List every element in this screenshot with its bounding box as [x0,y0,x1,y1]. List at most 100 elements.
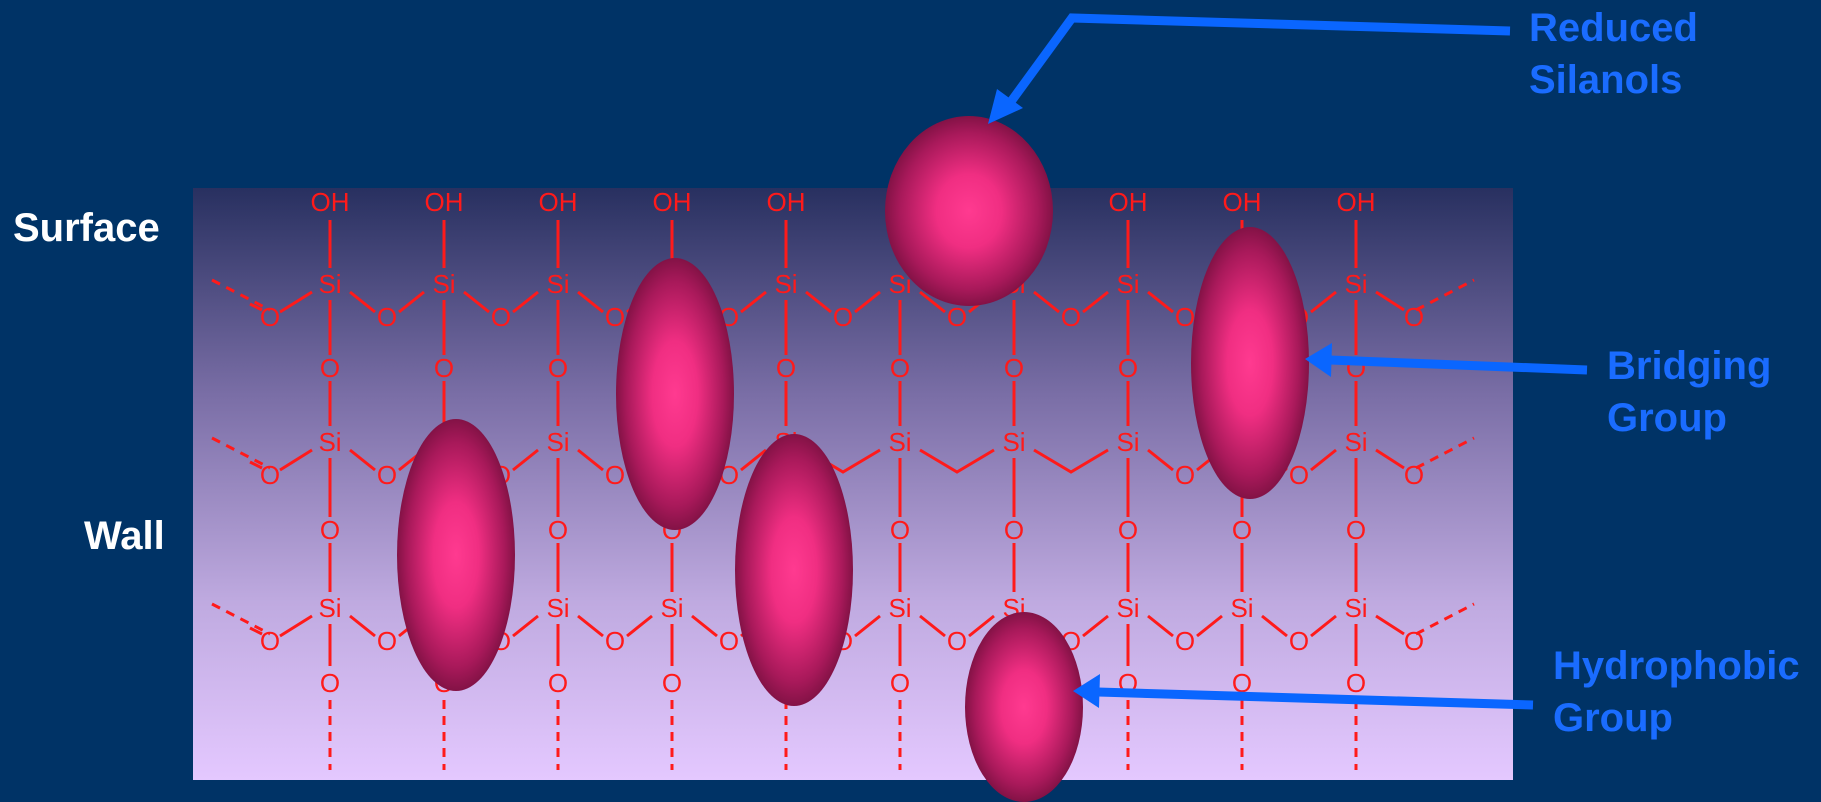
si-o-bond [1310,614,1337,638]
si-o-bond [577,290,604,314]
o-atom-label: O [1404,460,1424,490]
surface-label: Surface [13,206,160,250]
hydrophobic-blob-icon [616,258,734,530]
dashed-end-bond [211,436,271,470]
dashed-end-bond [1415,278,1475,312]
o-atom-label: O [491,302,511,332]
o-atom-label: O [1404,626,1424,656]
hydrophobic-blob-icon [397,419,515,691]
si-atom-label: Si [1116,593,1139,623]
o-atom-label: O [890,353,910,383]
bridging-group-line-2: Group [1607,396,1727,440]
o-atom-label: O [1289,626,1309,656]
si-atom-label: Si [546,269,569,299]
si-o-bond [854,614,881,638]
o-atom-label: O [320,668,340,698]
hydrophobic-groups [397,116,1309,802]
si-atom-label: Si [888,593,911,623]
o-atom-label: O [947,302,967,332]
si-atom-label: Si [1344,593,1367,623]
si-o-bond [512,448,539,472]
si-o-bond [1147,614,1174,638]
hydrophobic-group-line-1: Hydrophobic [1553,644,1800,688]
oh-atom-label: OH [653,187,692,217]
o-atom-label: O [1175,460,1195,490]
si-o-bond [968,614,995,638]
si-o-bond [577,448,604,472]
bridging-group-callout: Bridging Group [1607,340,1771,444]
hydrophobic-group-line-2: Group [1553,696,1673,740]
si-o-bond [1375,614,1405,636]
si-o-bond [1082,614,1109,638]
reduced-silanols-callout: Reduced Silanols [1529,2,1698,106]
si-o-bond [626,614,653,638]
si-atom-label: Si [318,593,341,623]
si-o-bond [349,290,376,314]
si-o-bond [279,614,313,638]
o-atom-label: O [377,460,397,490]
si-o-bond [1261,614,1288,638]
si-atom-label: Si [1344,427,1367,457]
o-atom-label: O [434,353,454,383]
si-o-bond [1375,448,1405,470]
si-o-bond [740,448,767,472]
si-o-bond [1310,290,1337,314]
oh-atom-label: OH [1109,187,1148,217]
si-o-bond [1033,290,1060,314]
o-atom-label: O [605,626,625,656]
si-o-bond [512,290,539,314]
si-o-bond [249,460,263,470]
si-atom-label: Si [318,427,341,457]
callout-arrows [988,13,1588,710]
si-atom-label: Si [546,427,569,457]
oh-atom-label: OH [539,187,578,217]
si-o-bond [398,290,425,314]
o-atom-label: O [605,302,625,332]
oh-atom-label: OH [425,187,464,217]
bridging-group-arrow-icon [1305,343,1588,377]
o-atom-label: O [1232,668,1252,698]
dashed-end-bond [1415,602,1475,636]
o-atom-label: O [947,626,967,656]
hydrophobic-group-arrow-icon [1073,674,1534,710]
o-atom-label: O [1004,515,1024,545]
si-atom-label: Si [1230,593,1253,623]
bridging-blob-icon [1191,227,1309,499]
reduced-silanols-arrow-icon [988,13,1511,124]
hydrophobic-group-callout: Hydrophobic Group [1553,640,1800,744]
reduced-silanol-blob-icon [885,116,1053,306]
o-atom-label: O [1346,515,1366,545]
si-o-bond [1147,448,1174,472]
si-o-bond [349,614,376,638]
si-o-bond [691,614,718,638]
o-atom-label: O [1061,302,1081,332]
si-atom-label: Si [888,427,911,457]
si-o-bond [1147,290,1174,314]
o-atom-label: O [776,353,796,383]
o-atom-label: O [833,302,853,332]
o-atom-label: O [1118,515,1138,545]
si-o-bond [919,290,946,314]
o-atom-label: O [377,302,397,332]
dashed-end-bond [211,602,271,636]
si-o-bond [249,626,263,636]
oh-atom-label: OH [1223,187,1262,217]
o-atom-label: O [719,626,739,656]
o-atom-label: O [320,353,340,383]
si-atom-label: Si [432,269,455,299]
bridging-group-line-1: Bridging [1607,344,1772,388]
carbon-bridge-bond [919,448,995,474]
si-atom-label: Si [660,593,683,623]
si-o-bond [1310,448,1337,472]
o-atom-label: O [320,515,340,545]
si-o-bond [463,290,490,314]
dashed-end-bond [1415,436,1475,470]
si-o-bond [1082,290,1109,314]
o-atom-label: O [1175,626,1195,656]
si-atom-label: Si [318,269,341,299]
si-o-bond [805,290,832,314]
si-atom-label: Si [1116,427,1139,457]
si-atom-label: Si [546,593,569,623]
o-atom-label: O [1289,460,1309,490]
si-atom-label: Si [1344,269,1367,299]
